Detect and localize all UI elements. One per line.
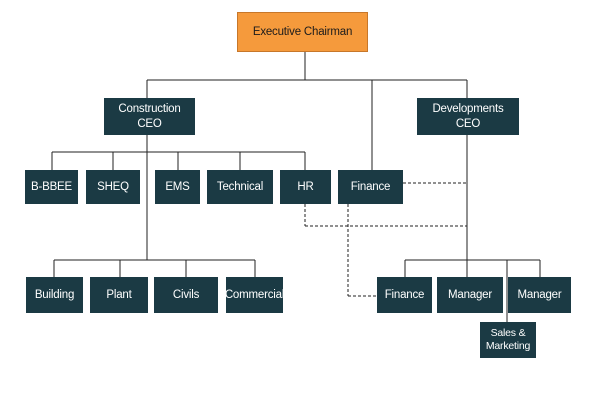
solid-connectors [51,52,541,322]
building-box: Building [26,277,83,313]
hr-box: HR [280,170,331,204]
dashed-connectors [304,182,467,297]
finance-top-box: Finance [338,170,403,204]
technical-box: Technical [207,170,273,204]
plant-box: Plant [90,277,148,313]
sheq-box: SHEQ [86,170,140,204]
manager-2-box: Manager [508,277,571,313]
commercial-box: Commercial [225,277,284,313]
executive-chairman-box: Executive Chairman [237,12,368,52]
construction-ceo-box: Construction CEO [104,98,195,135]
civils-box: Civils [154,277,218,313]
ems-box: EMS [155,170,200,204]
bbbee-box: B-BBEE [25,170,78,204]
manager-1-box: Manager [437,277,503,313]
developments-ceo-box: Developments CEO [417,98,519,135]
finance-dev-box: Finance [377,277,432,313]
sales-marketing-box: Sales & Marketing [480,322,536,358]
